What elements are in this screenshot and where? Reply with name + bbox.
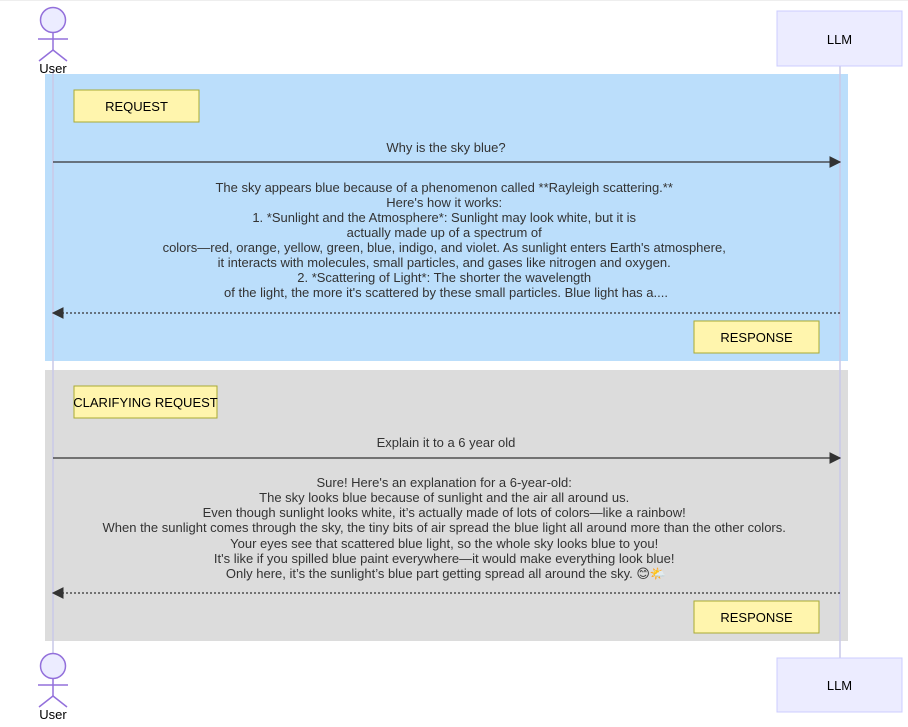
response-1-line: actually made up of a spectrum of xyxy=(347,225,542,240)
response-note-2-label: RESPONSE xyxy=(720,610,793,625)
request-note xyxy=(73,89,200,123)
response-2-line: Only here, it’s the sunlight’s blue part… xyxy=(226,566,666,581)
response-1-line: it interacts with molecules, small parti… xyxy=(218,255,671,270)
user-actor-bottom xyxy=(38,652,68,708)
request-note-label: REQUEST xyxy=(105,99,168,114)
response-1-line: colors—red, orange, yellow, green, blue,… xyxy=(163,240,726,255)
clarifying-message-label: Explain it to a 6 year old xyxy=(377,435,516,450)
llm-actor-top-box xyxy=(776,10,903,67)
response-2-line: Even though sunlight looks white, it’s a… xyxy=(203,505,686,520)
response-2-line: It's like if you spilled blue paint ever… xyxy=(214,551,675,566)
user-actor-bottom-label: User xyxy=(39,707,67,722)
response-2-line: When the sunlight comes through the sky,… xyxy=(103,520,786,535)
response-text-1: The sky appears blue because of a phenom… xyxy=(163,180,730,300)
clarifying-note xyxy=(73,385,218,419)
llm-actor-top-label: LLM xyxy=(827,32,852,47)
response-1-line: 1. *Sunlight and the Atmosphere*: Sunlig… xyxy=(252,210,636,225)
llm-actor-bottom-box xyxy=(776,657,903,713)
response-note-1-label: RESPONSE xyxy=(720,330,793,345)
response-2-line: The sky looks blue because of sunlight a… xyxy=(259,490,629,505)
response-1-line: of the light, the more it's scattered by… xyxy=(224,285,668,300)
user-actor-top xyxy=(38,6,68,62)
llm-actor-bottom-label: LLM xyxy=(827,678,852,693)
user-head xyxy=(39,6,67,34)
request-message-label: Why is the sky blue? xyxy=(386,140,505,155)
response-1-line: The sky appears blue because of a phenom… xyxy=(215,180,672,195)
user-head xyxy=(39,652,67,680)
response-2-line: Your eyes see that scattered blue light,… xyxy=(230,536,658,551)
response-2-line: Sure! Here's an explanation for a 6-year… xyxy=(316,475,571,490)
response-note-2 xyxy=(693,600,820,634)
user-actor-top-label: User xyxy=(39,61,67,76)
response-text-2: Sure! Here's an explanation for a 6-year… xyxy=(103,475,790,581)
clarifying-note-label: CLARIFYING REQUEST xyxy=(73,395,218,410)
response-1-line: Here's how it works: xyxy=(386,195,502,210)
response-1-line: 2. *Scattering of Light*: The shorter th… xyxy=(297,270,591,285)
response-note-1 xyxy=(693,320,820,354)
